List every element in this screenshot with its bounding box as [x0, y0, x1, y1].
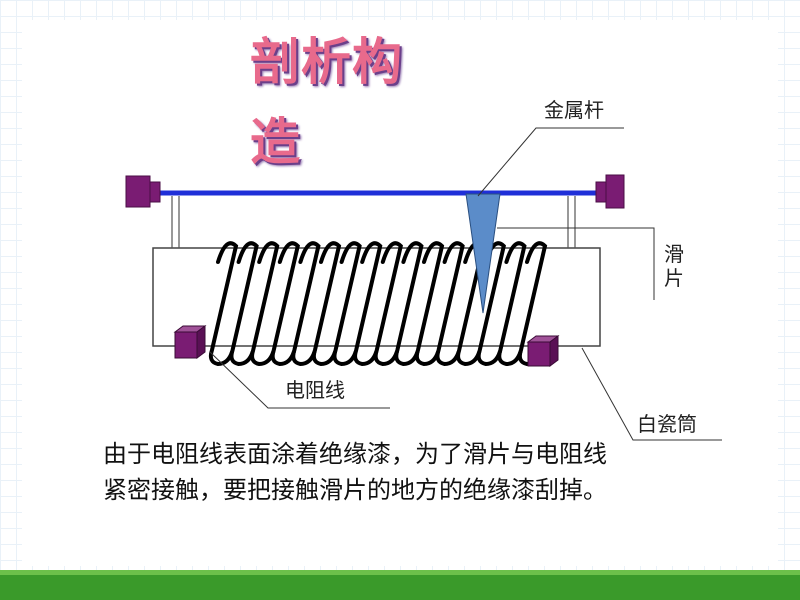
- slider: [465, 193, 501, 314]
- coil-winding: [250, 241, 280, 367]
- rod-supports: [171, 196, 576, 248]
- coil-winding: [311, 241, 342, 367]
- leader-metal-rod: [477, 127, 624, 197]
- wire-terminal-right: [526, 335, 560, 367]
- coil-winding: [270, 241, 300, 367]
- coil-winding: [353, 241, 383, 367]
- leader-lines: [209, 127, 722, 441]
- coil-winding: [373, 241, 403, 367]
- wire-terminal-left: [173, 325, 207, 359]
- coil-winding: [394, 241, 424, 367]
- label-resistance-wire: 电阻线: [285, 378, 345, 402]
- explanation-text: 由于电阻线表面涂着绝缘漆，为了滑片与电阻线紧密接触，要把接触滑片的地方的绝缘漆刮…: [103, 440, 607, 504]
- slide-title: 剖析构造: [250, 33, 403, 171]
- coil-winding: [332, 241, 362, 367]
- coil-winding: [435, 241, 465, 367]
- leader-porcelain-tube: [581, 347, 722, 441]
- coil-winding: [497, 241, 527, 367]
- label-porcelain-tube: 白瓷筒: [637, 412, 697, 436]
- label-metal-rod: 金属杆: [544, 98, 604, 122]
- rod-terminal-left: [125, 175, 161, 208]
- label-slider: 滑片: [664, 242, 684, 290]
- resistance-coil: [208, 241, 548, 367]
- footer-bar: [0, 570, 800, 600]
- coil-winding: [476, 241, 506, 367]
- leader-resistance-wire: [209, 351, 390, 409]
- coil-winding: [229, 241, 259, 367]
- coil-winding: [291, 241, 321, 367]
- coil-winding: [208, 241, 239, 367]
- leader-slider: [497, 227, 655, 300]
- rod-terminal-right: [595, 174, 625, 209]
- coil-winding: [414, 241, 445, 367]
